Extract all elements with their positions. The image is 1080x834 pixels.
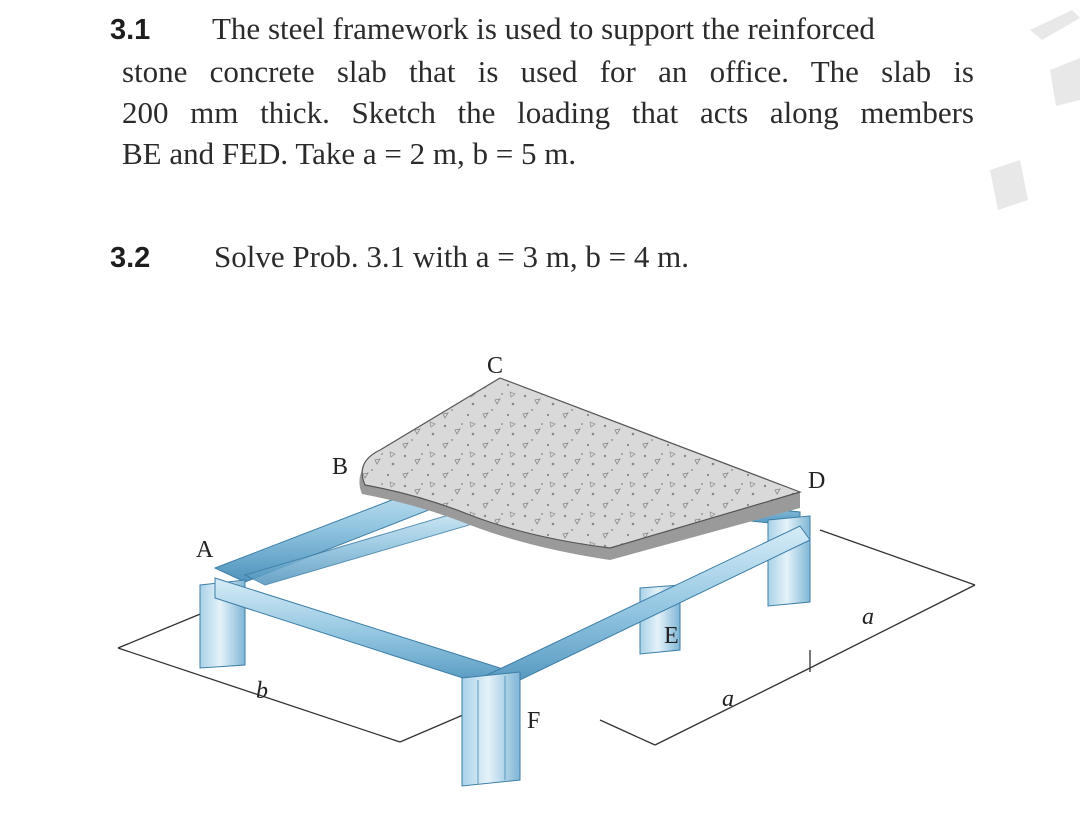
problem-3-1-line-4: BE and FED. Take a = 2 m, b = 5 m. — [122, 136, 577, 171]
label-E: E — [664, 623, 679, 649]
problem-3-1-line-3: 200 mm thick. Sketch the loading that ac… — [122, 95, 974, 130]
label-A: A — [196, 537, 214, 563]
label-B: B — [332, 454, 348, 480]
problem-number: 3.1 — [110, 14, 151, 46]
label-a-bottom: a — [722, 686, 734, 712]
problem-3-1-line-1: 3.1 The steel framework is used to suppor… — [110, 8, 980, 51]
problem-text: Solve Prob. 3.1 with a = 3 m, b = 4 m. — [214, 239, 689, 274]
dimension-lines — [117, 529, 976, 746]
problem-3-1: 3.1 The steel framework is used to suppor… — [110, 8, 980, 174]
steel-framework-figure: C B D A E F a a b — [117, 353, 976, 787]
label-a-right: a — [862, 604, 874, 630]
concrete-slab — [359, 377, 802, 560]
label-F: F — [527, 708, 540, 734]
label-b: b — [256, 678, 268, 704]
label-C: C — [487, 353, 503, 379]
label-D: D — [808, 468, 825, 494]
watermark-fragment — [990, 10, 1080, 210]
problem-3-2: 3.2 Solve Prob. 3.1 with a = 3 m, b = 4 m… — [110, 236, 689, 279]
problem-number: 3.2 — [110, 242, 151, 274]
column-D — [767, 515, 811, 607]
column-F — [461, 671, 521, 787]
problem-3-1-line-2: stone concrete slab that is used for an … — [122, 54, 974, 89]
problem-text: The steel framework is used to support t… — [212, 11, 875, 46]
